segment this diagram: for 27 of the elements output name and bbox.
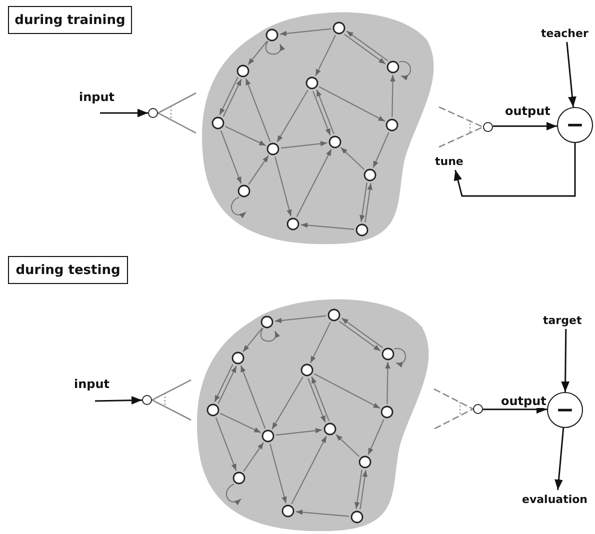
arrow — [566, 42, 576, 108]
edge-label: input — [73, 377, 111, 391]
signal-label: target — [543, 311, 589, 329]
neuron-circle — [142, 395, 152, 405]
heading-box: during testing — [8, 256, 128, 284]
readout-fan — [150, 379, 192, 421]
arrow — [561, 329, 570, 392]
arrow — [94, 396, 142, 404]
readout-fan — [434, 388, 474, 430]
arrow — [493, 122, 557, 130]
edge-label: output — [500, 394, 548, 408]
subtractor-circle: − — [557, 107, 593, 143]
subtractor-circle: − — [547, 392, 583, 428]
neuron-circle — [473, 404, 483, 414]
signal-label: tune — [435, 152, 471, 170]
heading-box: during training — [8, 6, 132, 34]
neuron-circle — [483, 122, 493, 132]
edge-label: input — [78, 90, 116, 104]
neuron-circle — [148, 108, 158, 118]
edge-label: output — [504, 104, 552, 118]
readout-fan — [438, 106, 485, 148]
arrow — [100, 108, 148, 118]
signal-label: teacher — [541, 24, 591, 42]
arrow — [454, 143, 576, 197]
signal-label: evaluation — [522, 490, 592, 508]
readout-fan — [156, 92, 196, 134]
arrow — [554, 428, 564, 490]
